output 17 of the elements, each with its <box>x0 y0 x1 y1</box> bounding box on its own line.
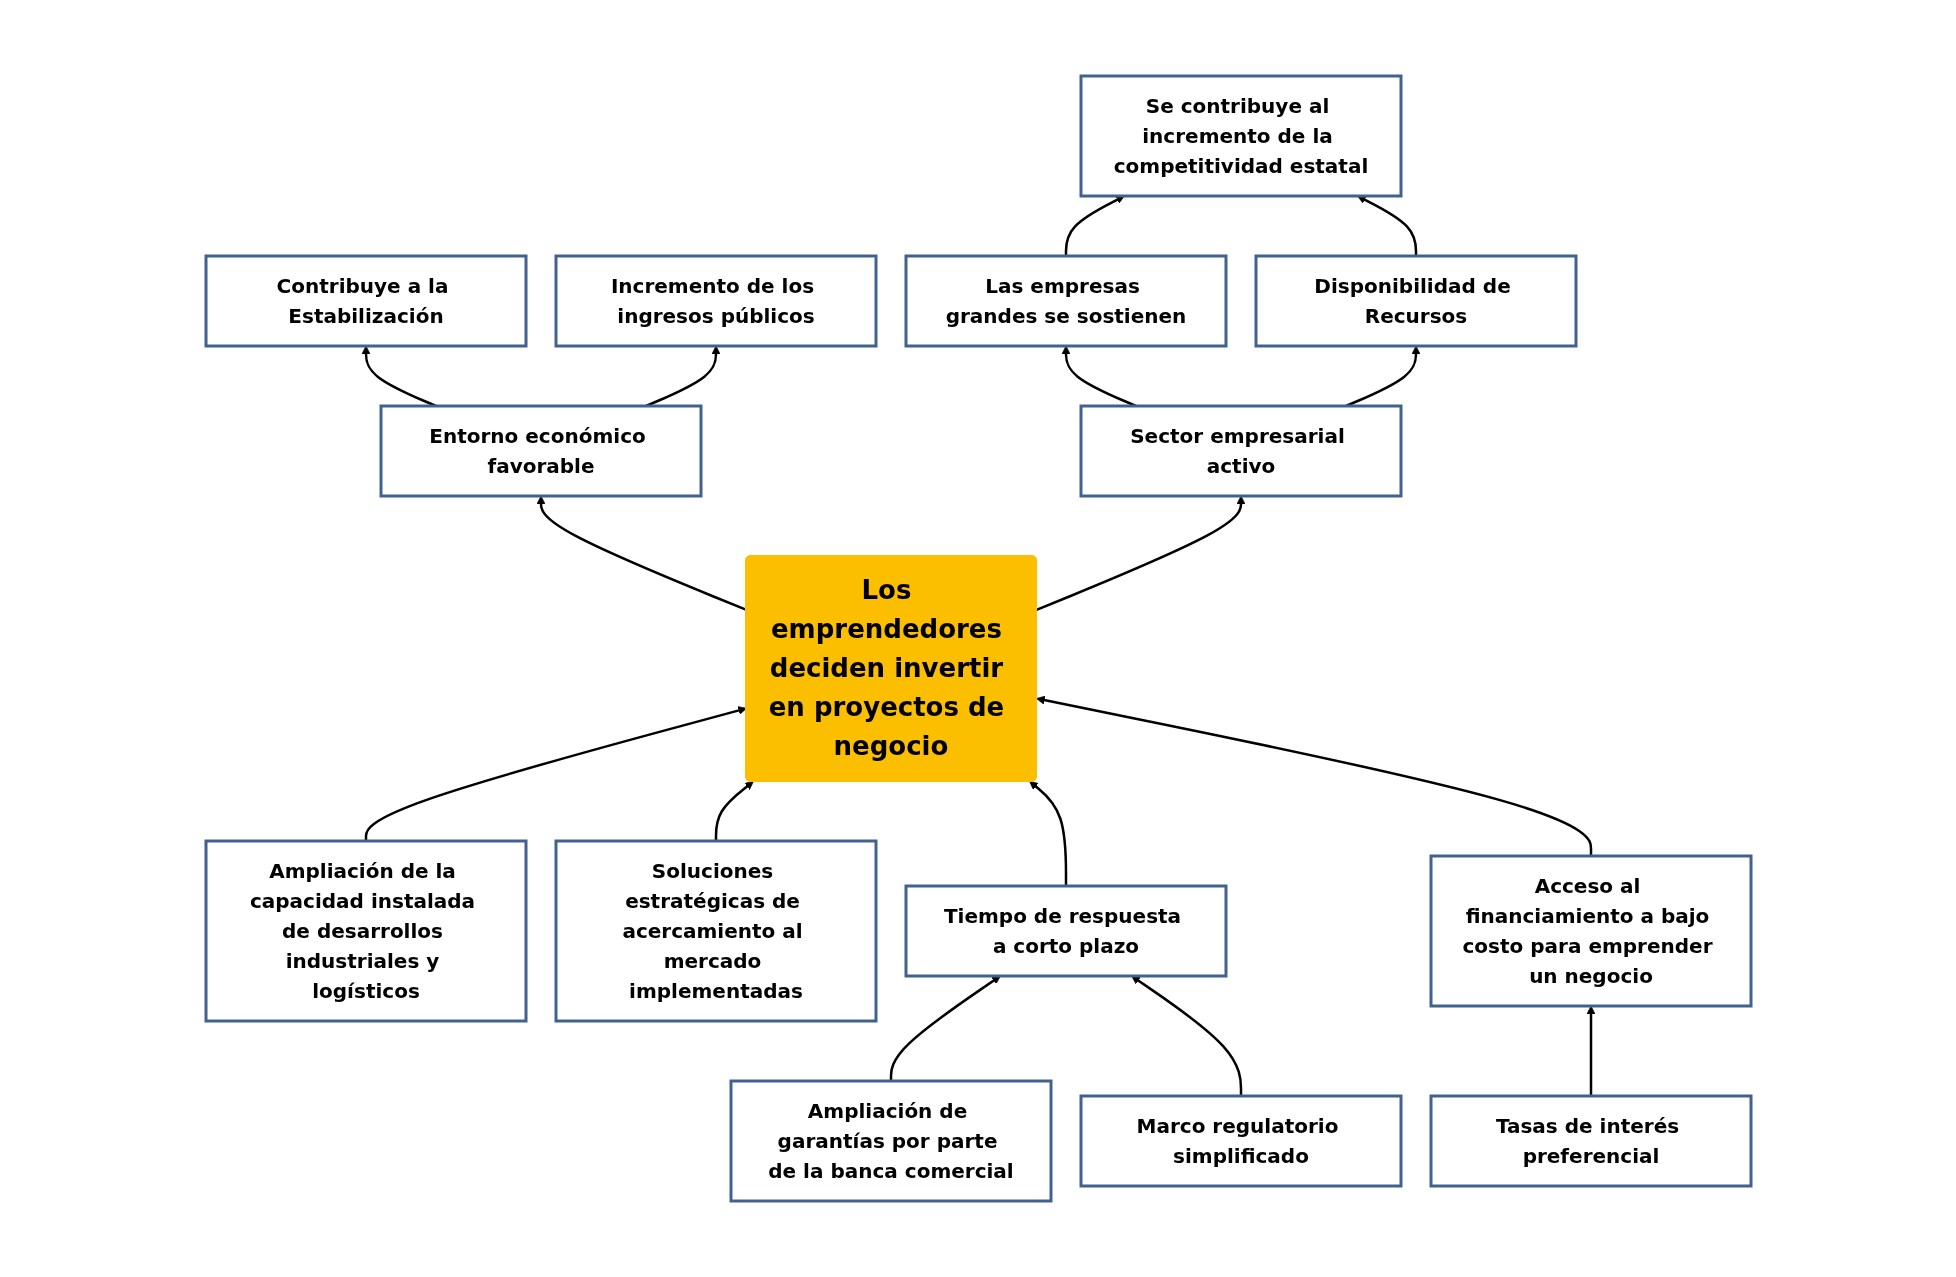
node-box: Entorno económico favorable <box>379 404 702 498</box>
node-box: Sector empresarial activo <box>1079 404 1402 498</box>
arrow <box>1035 695 1592 856</box>
arrow <box>1028 781 1067 886</box>
node-box: Marco regulatorio simplificado <box>1079 1094 1402 1188</box>
node-box: Ampliación de la capacidad instalada de desarrollos industriales y logísticos <box>204 839 527 1023</box>
node-box: Acceso al financiamiento a bajo costo para emprender un negocio <box>1429 854 1752 1008</box>
arrow <box>714 781 754 841</box>
node-box: Contribuye a la Estabilización <box>204 254 527 348</box>
node-box: Las empresas grandes se sostienen <box>904 254 1227 348</box>
node-box: Se contribuye al incremento de la competitividad estatal <box>1079 74 1402 198</box>
node-box: Incremento de los ingresos públicos <box>554 254 877 348</box>
node-box: Disponibilidad de Recursos <box>1254 254 1577 348</box>
node-box: Tiempo de respuesta a corto plazo <box>904 884 1227 978</box>
node-box: Ampliación de garantías por parte de la banca comercial <box>729 1079 1052 1203</box>
node-box: Tasas de interés preferencial <box>1429 1094 1752 1188</box>
node-box: Soluciones estratégicas de acercamiento al mercado implementadas <box>554 839 877 1023</box>
